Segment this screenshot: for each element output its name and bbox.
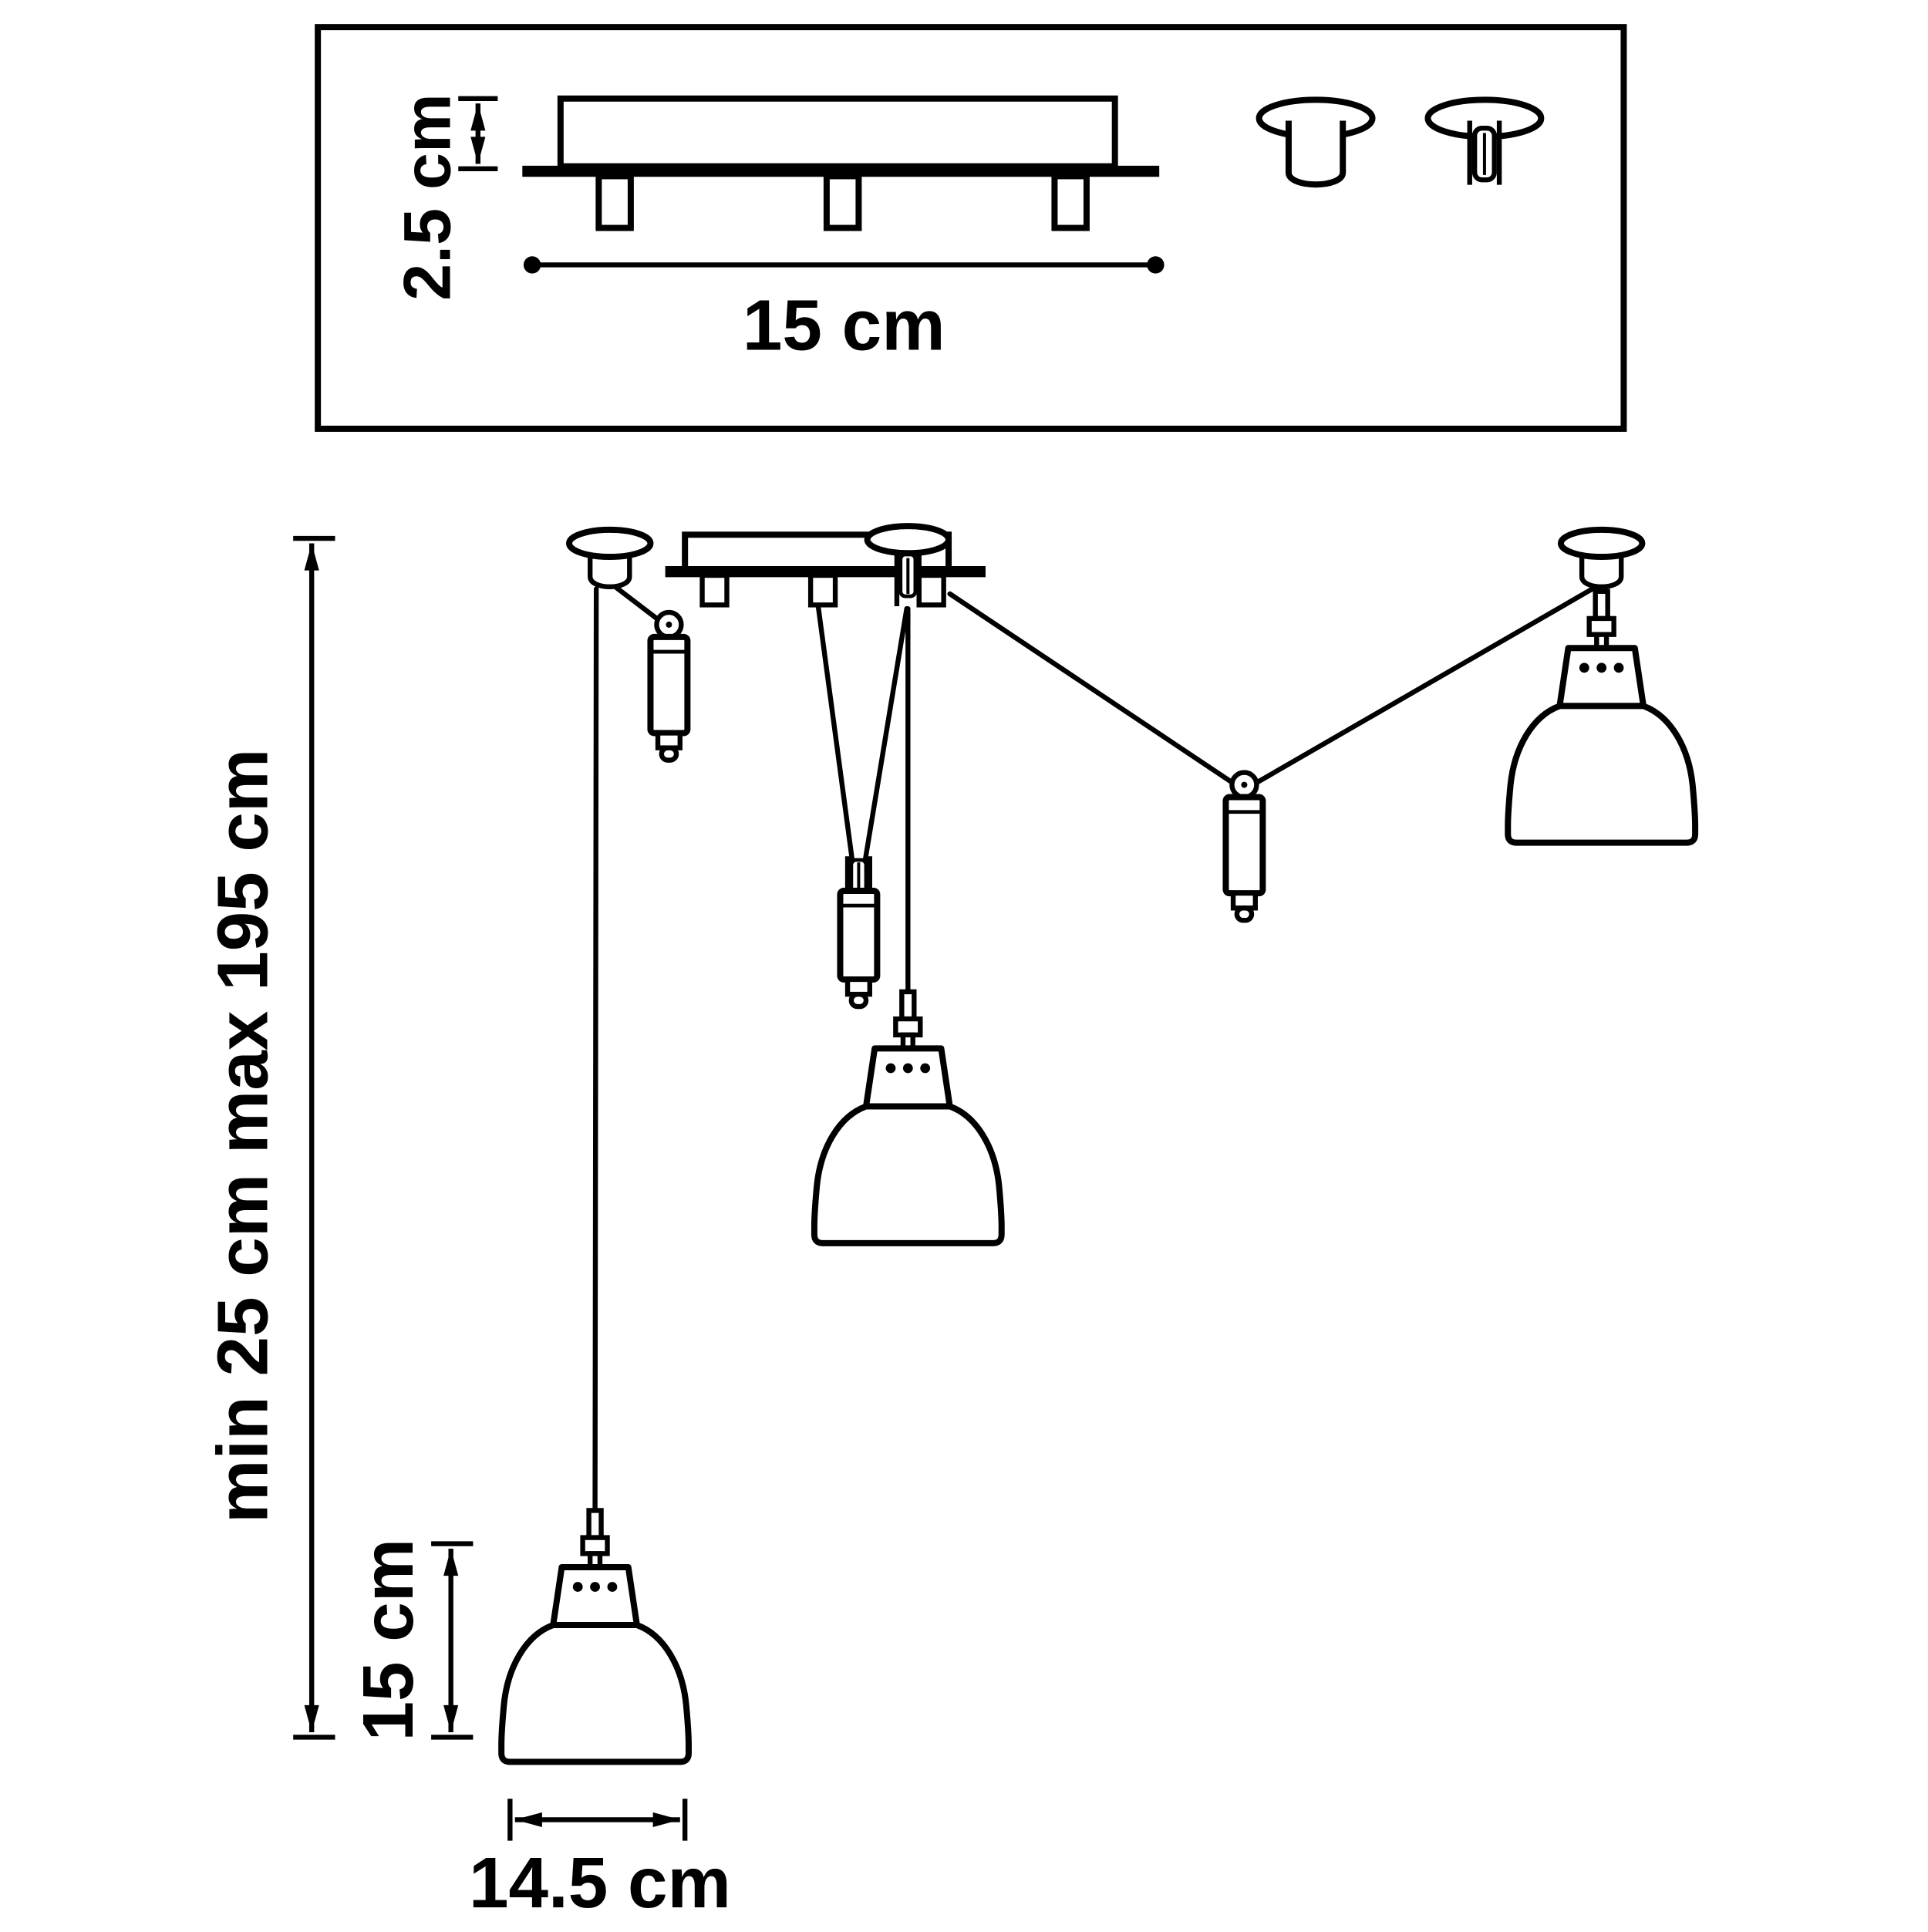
detail-box-border (315, 24, 1627, 432)
shade-right (1508, 592, 1695, 843)
suspension-cables (592, 584, 1599, 1516)
plate-thickness-dimension: 2.5 cm (390, 93, 498, 301)
drop-range-dimension: min 25 cm max 195 cm (203, 535, 335, 1740)
fixture-drawing (501, 523, 1695, 1762)
counterweight-right (1225, 773, 1262, 921)
shade-height-dimension: 15 cm (348, 1539, 474, 1741)
plate-length-dimension: 15 cm (523, 256, 1165, 366)
ceiling-plate-side-view-icon (522, 95, 1160, 231)
plate-length-label: 15 cm (743, 285, 945, 366)
shade-middle (814, 992, 1002, 1243)
canopy-hook-icon (1424, 96, 1545, 185)
shade-height-label: 15 cm (348, 1539, 428, 1741)
middle-canopy (864, 523, 952, 606)
counterweight-middle (840, 856, 877, 1006)
drop-range-label: min 25 cm max 195 cm (203, 749, 283, 1523)
counterweight-left (650, 612, 687, 760)
left-canopy (566, 526, 654, 589)
canopy-cup-icon (1256, 96, 1376, 188)
shade-left (501, 1510, 689, 1762)
right-canopy (1557, 526, 1646, 589)
plate-thickness-label: 2.5 cm (390, 93, 464, 301)
shade-diameter-label: 14.5 cm (469, 1843, 731, 1923)
mount-detail-box: 2.5 cm 15 cm (315, 24, 1627, 432)
shade-diameter-dimension: 14.5 cm (469, 1799, 731, 1923)
